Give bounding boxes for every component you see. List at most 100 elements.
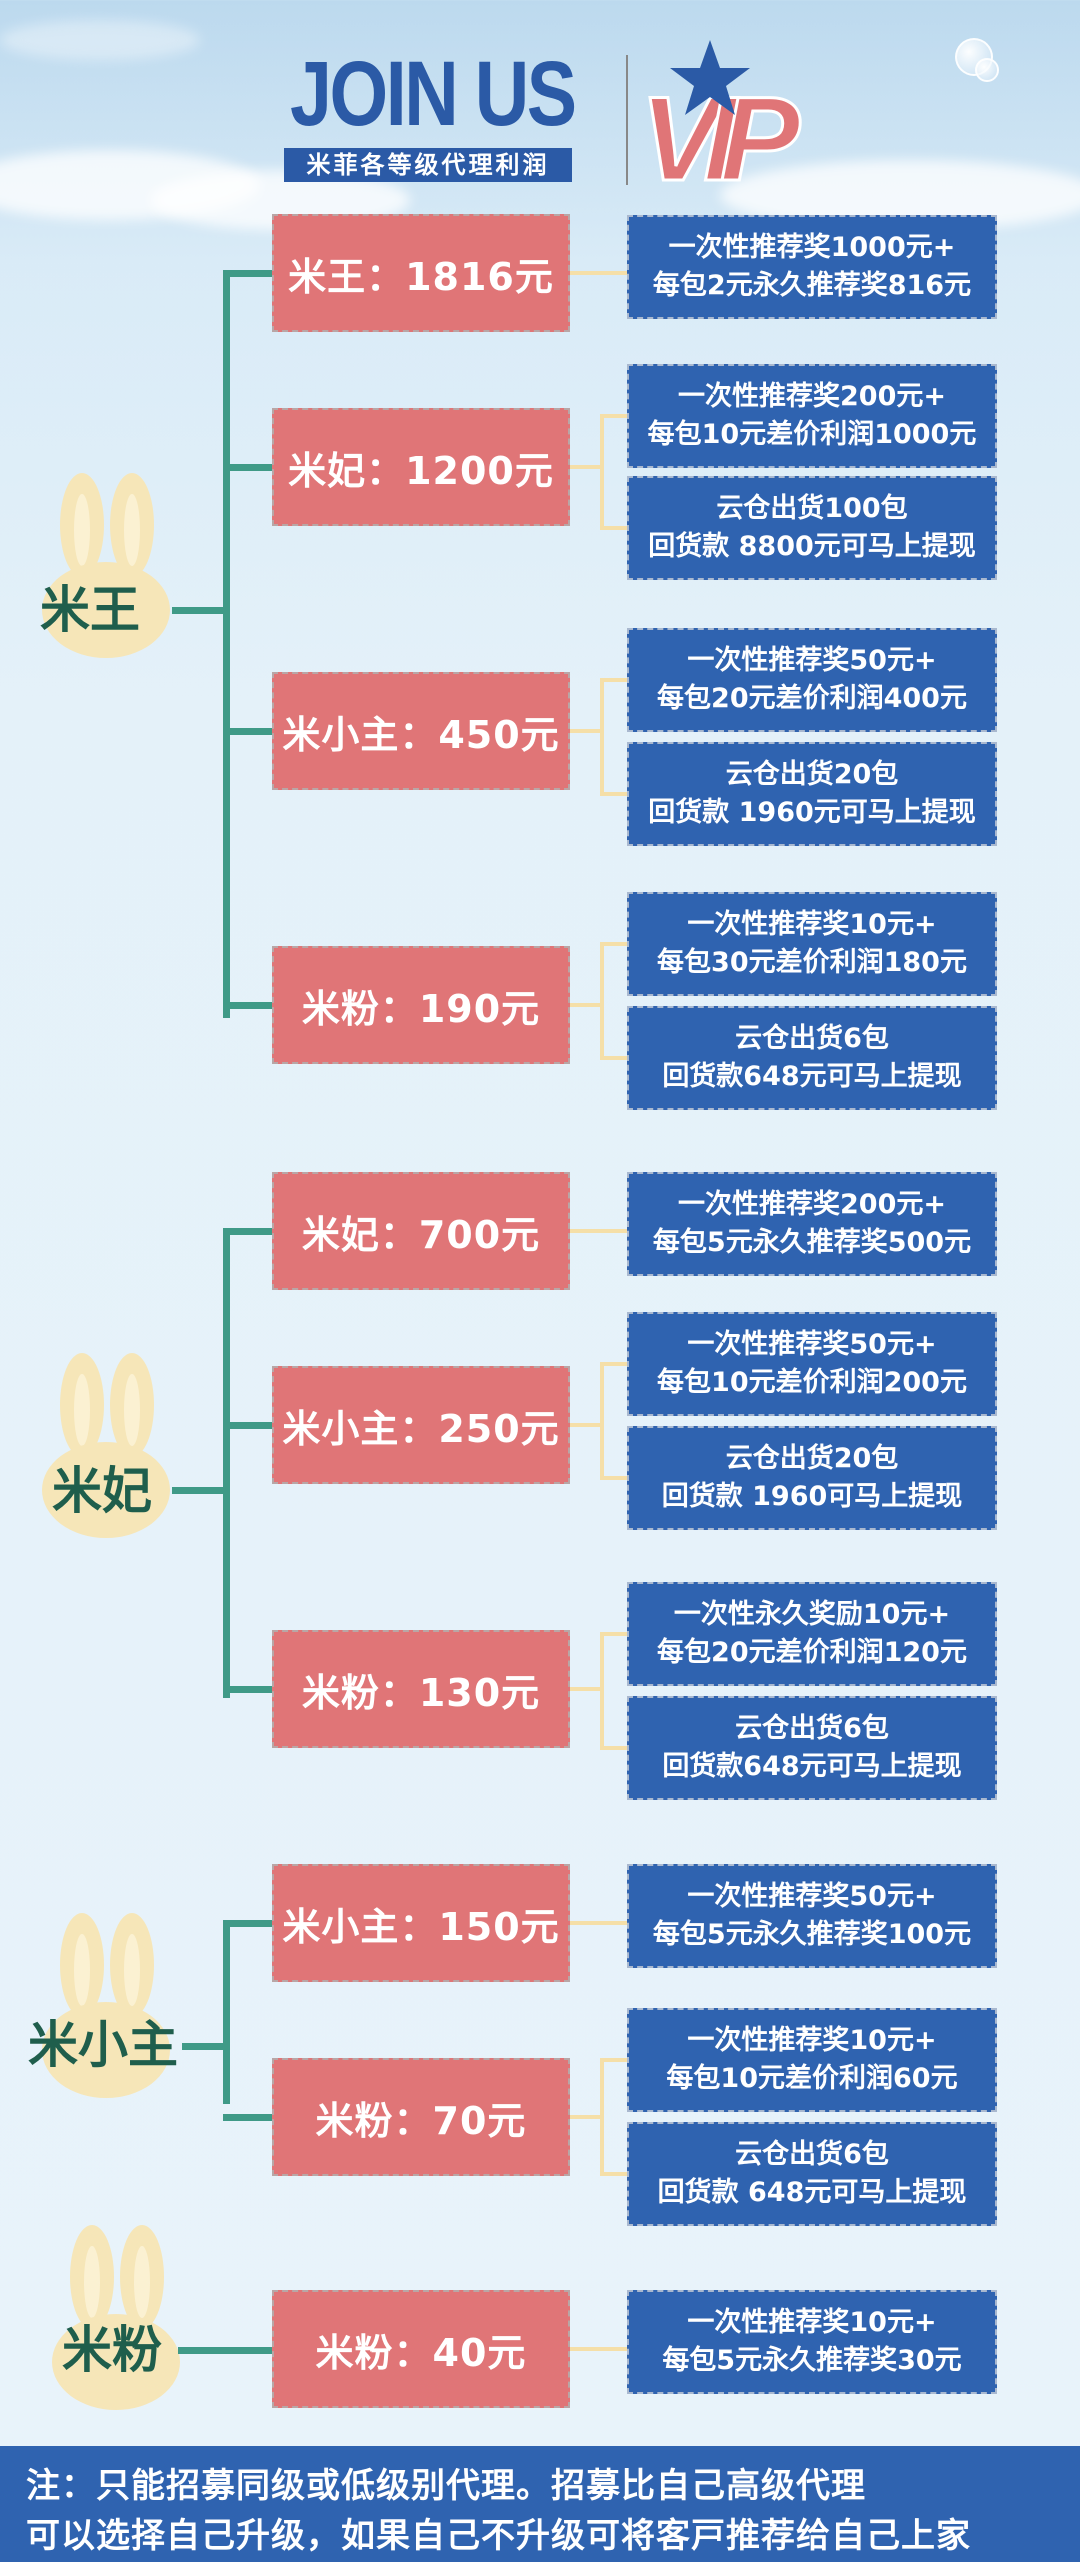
- card-connector: [570, 1003, 600, 1007]
- card-connector: [570, 2347, 627, 2351]
- card-connector: [600, 1476, 627, 1480]
- reward-card-line: 每包10元差价利润60元: [666, 2063, 958, 2094]
- reward-card: 云仓出货6包回货款 648元可马上提现: [627, 2122, 997, 2226]
- reward-card-line: 一次性推荐奖1000元+: [668, 232, 956, 263]
- card-connector: [600, 1056, 627, 1060]
- tree-trunk: [223, 1228, 230, 1698]
- card-connector: [570, 1687, 600, 1691]
- reward-card: 一次性推荐奖10元+ 每包5元永久推荐奖30元: [627, 2290, 997, 2394]
- card-connector: [570, 271, 627, 275]
- reward-card: 一次性推荐奖1000元+ 每包2元永久推荐奖816元: [627, 215, 997, 319]
- reward-card-line: 回货款 1960元可马上提现: [648, 797, 976, 828]
- reward-card: 一次性永久奖励10元+每包20元差价利润120元: [627, 1582, 997, 1686]
- reward-card-line: 每包5元永久推荐奖500元: [652, 1227, 972, 1258]
- tree-connector: [178, 2347, 273, 2354]
- price-box[interactable]: 米粉：70元: [272, 2058, 570, 2176]
- rabbit-icon: [52, 2225, 180, 2410]
- card-connector: [600, 680, 604, 794]
- reward-card-line: 回货款648元可马上提现: [662, 1061, 962, 1092]
- tree-branch: [223, 2114, 272, 2121]
- header: JOIN US 米菲各等级代理利润 VIP: [0, 0, 1080, 200]
- reward-card-line: 一次性推荐奖50元+: [687, 1329, 937, 1360]
- reward-card: 一次性推荐奖200元+ 每包10元差价利润1000元: [627, 364, 997, 468]
- vip-logo: VIP: [640, 40, 802, 190]
- footer-note-line1: 注：只能招募同级或低级别代理。招募比自己高级代理: [26, 2466, 866, 2506]
- reward-card-line: 一次性推荐奖10元+: [687, 2307, 937, 2338]
- reward-card-line: 云仓出货20包: [725, 1443, 899, 1474]
- reward-card-line: 每包2元永久推荐奖816元: [652, 270, 972, 301]
- reward-card: 一次性推荐奖200元+ 每包5元永久推荐奖500元: [627, 1172, 997, 1276]
- card-connector: [570, 2115, 600, 2119]
- reward-card: 云仓出货20包回货款 1960可马上提现: [627, 1426, 997, 1530]
- reward-card: 一次性推荐奖50元+ 每包20元差价利润400元: [627, 628, 997, 732]
- reward-card: 一次性推荐奖50元+每包5元永久推荐奖100元: [627, 1864, 997, 1968]
- card-connector: [600, 2058, 627, 2062]
- card-connector: [600, 944, 604, 1058]
- header-subtitle: 米菲各等级代理利润: [284, 148, 572, 182]
- tree-branch: [223, 1422, 272, 1429]
- card-connector: [600, 2060, 604, 2174]
- card-connector: [600, 1632, 627, 1636]
- reward-card: 一次性推荐奖10元+ 每包30元差价利润180元: [627, 892, 997, 996]
- card-connector: [600, 416, 604, 528]
- cloud-decoration: [0, 20, 200, 60]
- rabbit-icon: [42, 473, 170, 658]
- card-connector: [570, 1921, 627, 1925]
- tier-label: 米王: [40, 581, 140, 639]
- reward-card-line: 每包5元永久推荐奖30元: [662, 2345, 962, 2376]
- reward-card-line: 云仓出货6包: [735, 1023, 889, 1054]
- card-connector: [600, 2172, 627, 2176]
- reward-card-line: 一次性推荐奖10元+: [687, 909, 937, 940]
- tree-branch: [223, 1686, 272, 1693]
- reward-card-line: 一次性推荐奖200元+: [678, 381, 946, 412]
- reward-card-line: 回货款 648元可马上提现: [657, 2177, 967, 2208]
- card-connector: [570, 465, 600, 469]
- reward-card-line: 每包10元差价利润1000元: [647, 419, 977, 450]
- reward-card-line: 回货款 8800元可马上提现: [648, 531, 976, 562]
- price-box[interactable]: 米粉：130元: [272, 1630, 570, 1748]
- price-box[interactable]: 米粉：40元: [272, 2290, 570, 2408]
- join-us-title: JOIN US: [290, 43, 577, 145]
- reward-card: 一次性推荐奖10元+每包10元差价利润60元: [627, 2008, 997, 2112]
- footer-note-line2: 可以选择自己升级，如果自己不升级可将客戸推荐给自己上家: [26, 2516, 971, 2556]
- card-connector: [600, 942, 627, 946]
- card-connector: [570, 729, 600, 733]
- card-connector: [600, 1364, 604, 1478]
- reward-card-line: 一次性推荐奖200元+: [678, 1189, 946, 1220]
- card-connector: [600, 1362, 627, 1366]
- reward-card-line: 每包20元差价利润400元: [657, 683, 967, 714]
- reward-card: 一次性推荐奖50元+每包10元差价利润200元: [627, 1312, 997, 1416]
- reward-card: 云仓出货6包回货款648元可马上提现: [627, 1006, 997, 1110]
- reward-card-line: 云仓出货20包: [725, 759, 899, 790]
- tree-branch: [223, 464, 272, 471]
- price-box[interactable]: 米小主：150元: [272, 1864, 570, 1982]
- tree-trunk: [223, 1921, 230, 2104]
- reward-card-line: 云仓出货6包: [735, 2139, 889, 2170]
- tree-branch: [223, 1920, 272, 1927]
- reward-card-line: 每包30元差价利润180元: [657, 947, 967, 978]
- bubble-decoration: [975, 58, 999, 82]
- price-box[interactable]: 米小主：250元: [272, 1366, 570, 1484]
- rabbit-icon: [42, 1913, 170, 2098]
- reward-card-line: 一次性推荐奖50元+: [687, 645, 937, 676]
- reward-card-line: 一次性永久奖励10元+: [673, 1599, 951, 1630]
- header-divider: [626, 55, 628, 185]
- price-box[interactable]: 米妃：700元: [272, 1172, 570, 1290]
- card-connector: [600, 1746, 627, 1750]
- card-connector: [570, 1423, 600, 1427]
- reward-card-line: 一次性推荐奖50元+: [687, 1881, 937, 1912]
- rabbit-icon: [42, 1353, 170, 1538]
- card-connector: [600, 526, 627, 530]
- reward-card-line: 云仓出货6包: [735, 1713, 889, 1744]
- price-box[interactable]: 米小主：450元: [272, 672, 570, 790]
- price-box[interactable]: 米粉：190元: [272, 946, 570, 1064]
- footer-note: 注：只能招募同级或低级别代理。招募比自己高级代理 可以选择自己升级，如果自己不升…: [0, 2446, 1080, 2562]
- tree-connector: [172, 1487, 223, 1494]
- card-connector: [600, 792, 627, 796]
- tree-connector: [172, 607, 223, 614]
- price-box[interactable]: 米妃：1200元: [272, 408, 570, 526]
- tree-connector: [182, 2043, 223, 2050]
- price-box[interactable]: 米王：1816元: [272, 214, 570, 332]
- tree-branch: [223, 1228, 272, 1235]
- reward-card: 云仓出货100包回货款 8800元可马上提现: [627, 476, 997, 580]
